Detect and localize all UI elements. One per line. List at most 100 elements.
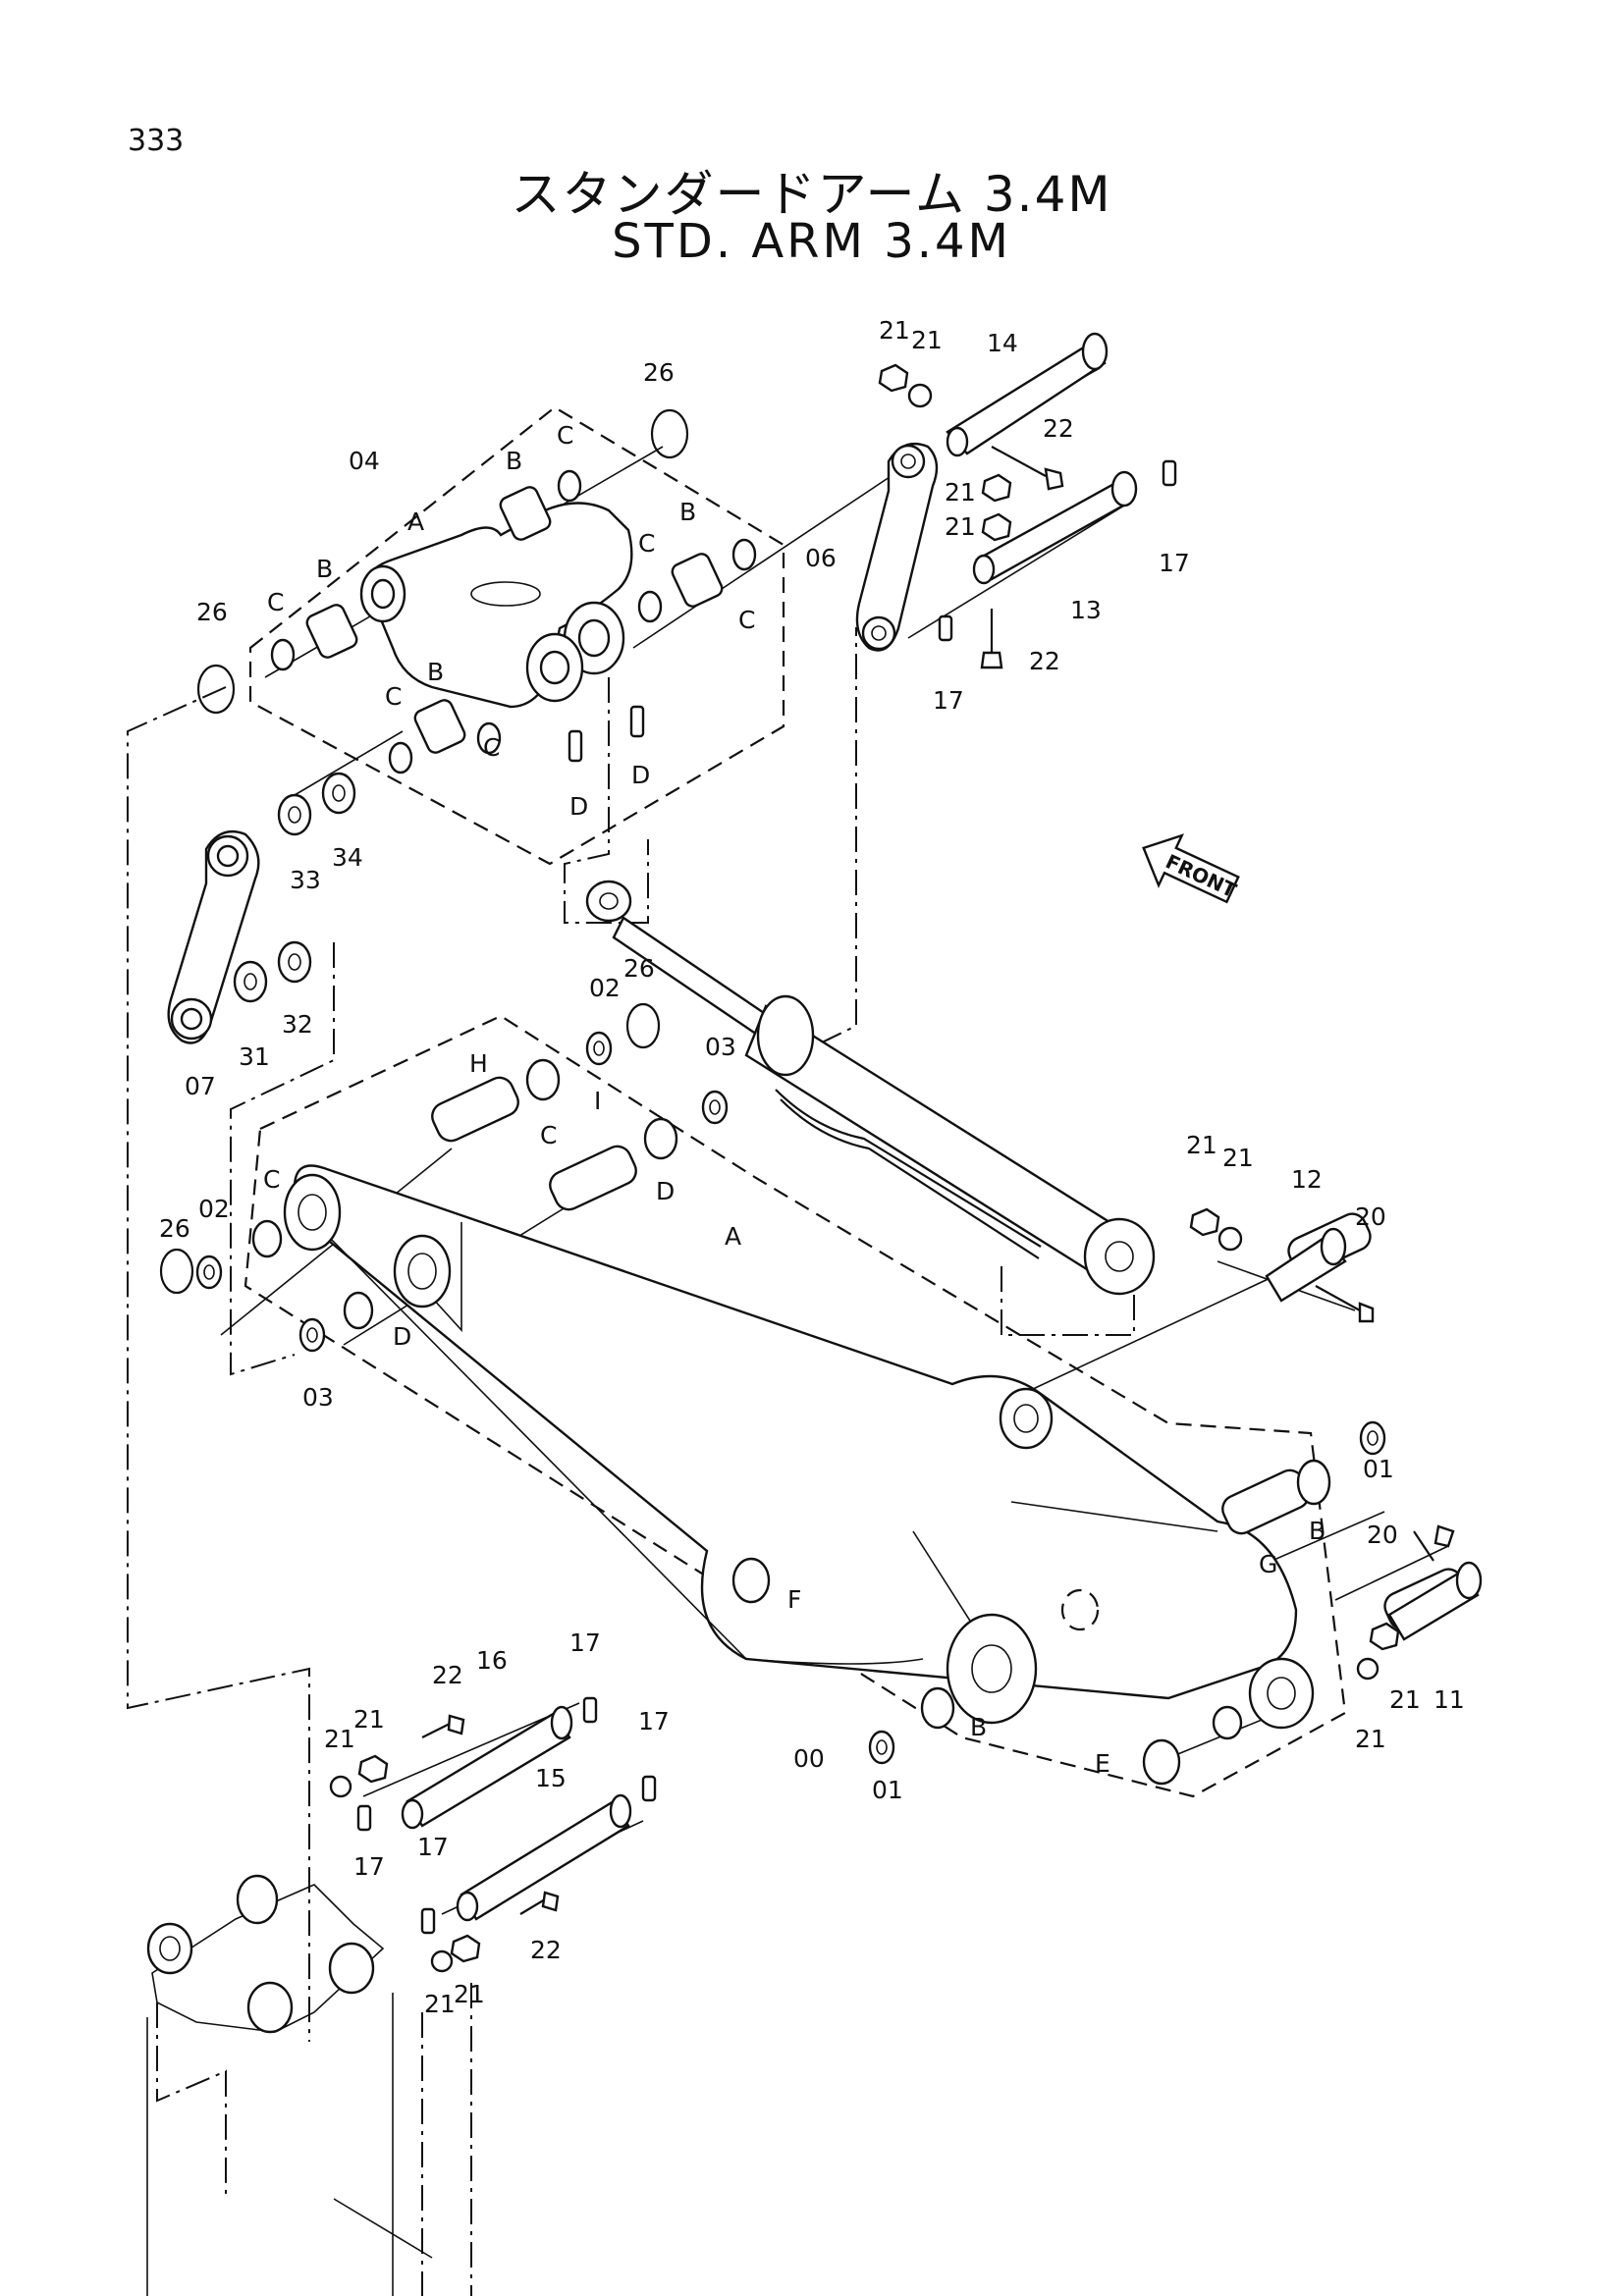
label-17e: 17 xyxy=(353,1852,385,1881)
pin-12 xyxy=(1265,1227,1347,1303)
label-17f: 17 xyxy=(417,1833,449,1861)
title-english: STD. ARM 3.4M xyxy=(612,214,1011,269)
label-20a: 20 xyxy=(1355,1202,1386,1231)
label-21k: 21 xyxy=(424,1990,456,2018)
label-34: 34 xyxy=(332,843,363,872)
arm-body xyxy=(283,1164,1315,1740)
label-21d: 21 xyxy=(945,512,976,541)
label-I: I xyxy=(594,1087,601,1115)
label-17d: 17 xyxy=(638,1707,670,1735)
label-17c: 17 xyxy=(569,1629,601,1657)
label-C6: C xyxy=(483,733,500,762)
guide-line-cylinder xyxy=(564,677,649,924)
title-japanese: スタンダードアーム 3.4M xyxy=(511,166,1112,223)
bucket-bracket xyxy=(146,1874,433,2296)
label-F: F xyxy=(787,1585,801,1614)
shim-group-07 xyxy=(233,772,356,1003)
label-33: 33 xyxy=(290,866,321,894)
label-21h: 21 xyxy=(1355,1725,1386,1753)
label-22a: 22 xyxy=(1043,414,1074,443)
label-01b: 01 xyxy=(872,1776,903,1804)
label-26b: 26 xyxy=(196,598,228,626)
label-C2: C xyxy=(267,588,284,616)
grease-fitting-group xyxy=(568,705,645,763)
label-12: 12 xyxy=(1291,1165,1323,1194)
label-D4: D xyxy=(393,1322,411,1351)
nut-group xyxy=(329,363,1400,1973)
guide-line-link07 xyxy=(230,942,335,1376)
pin-14 xyxy=(946,332,1109,457)
label-32: 32 xyxy=(282,1010,313,1039)
label-C5: C xyxy=(385,682,402,711)
label-01a: 01 xyxy=(1363,1455,1394,1483)
label-22b: 22 xyxy=(1029,647,1060,675)
label-D1: D xyxy=(569,792,588,821)
label-26c: 26 xyxy=(623,954,655,983)
label-B1: B xyxy=(506,447,522,475)
label-26d: 26 xyxy=(159,1214,190,1243)
guide-line-link06 xyxy=(784,627,874,1061)
label-15: 15 xyxy=(535,1764,567,1792)
label-A-arm: A xyxy=(725,1222,741,1251)
pin-11 xyxy=(1387,1561,1483,1641)
label-03a: 03 xyxy=(705,1033,736,1061)
label-03b: 03 xyxy=(302,1383,334,1412)
callout-labels: 04 26 26 26 26 A A B B B B B B C C C C C… xyxy=(159,316,1465,2018)
label-21e: 21 xyxy=(1186,1131,1217,1159)
label-02a: 02 xyxy=(589,974,621,1002)
label-04: 04 xyxy=(349,447,380,475)
link-assembly-group-boundary xyxy=(248,405,785,866)
label-11: 11 xyxy=(1434,1685,1465,1714)
label-C1: C xyxy=(557,421,573,450)
label-21a: 21 xyxy=(879,316,910,345)
bolt-group xyxy=(421,446,1455,1915)
label-22d: 22 xyxy=(530,1936,562,1964)
pin-15 xyxy=(456,1793,632,1922)
label-22c: 22 xyxy=(432,1661,463,1689)
label-E: E xyxy=(1095,1749,1110,1778)
label-31: 31 xyxy=(239,1042,270,1071)
link-06 xyxy=(855,442,939,652)
label-21j: 21 xyxy=(353,1705,385,1734)
guide-line-bottom xyxy=(156,2002,227,2199)
label-B6: B xyxy=(970,1713,987,1741)
label-26a: 26 xyxy=(643,358,675,387)
guide-line-rod-end xyxy=(1001,1266,1135,1336)
label-17b: 17 xyxy=(933,686,964,715)
label-D2: D xyxy=(631,761,650,789)
hydraulic-cylinder xyxy=(585,880,1156,1296)
label-06: 06 xyxy=(805,544,837,572)
label-14: 14 xyxy=(987,329,1018,357)
front-marker-label: FRONT xyxy=(1162,849,1240,902)
label-B4: B xyxy=(427,658,444,686)
front-direction-marker: FRONT xyxy=(1142,833,1240,904)
guide-line-left xyxy=(127,686,310,2042)
link-assembly-a xyxy=(359,502,633,709)
label-G: G xyxy=(1259,1550,1277,1578)
label-B5: B xyxy=(1309,1517,1325,1545)
label-02b: 02 xyxy=(198,1195,230,1223)
label-00: 00 xyxy=(793,1744,825,1773)
label-B3: B xyxy=(679,498,696,526)
label-C3: C xyxy=(638,529,655,558)
label-21g: 21 xyxy=(1389,1685,1421,1714)
label-C4: C xyxy=(738,606,755,634)
label-D3: D xyxy=(656,1177,675,1205)
label-C8: C xyxy=(263,1165,280,1194)
link-07 xyxy=(167,829,260,1044)
label-07: 07 xyxy=(185,1072,216,1100)
label-H: H xyxy=(469,1049,488,1078)
page-number: 333 xyxy=(128,124,185,158)
pin-13 xyxy=(972,470,1138,585)
arm-assembly-group-boundary xyxy=(243,1014,1347,1798)
o-ring-group xyxy=(159,408,689,1295)
pin-16 xyxy=(401,1705,573,1830)
bushing-group-link xyxy=(305,486,724,754)
label-20b: 20 xyxy=(1367,1521,1398,1549)
washer-group-link xyxy=(270,469,757,774)
label-21f: 21 xyxy=(1222,1144,1254,1172)
label-13: 13 xyxy=(1070,596,1102,624)
grease-nipple-group xyxy=(356,459,1177,1935)
label-21c: 21 xyxy=(945,478,976,507)
